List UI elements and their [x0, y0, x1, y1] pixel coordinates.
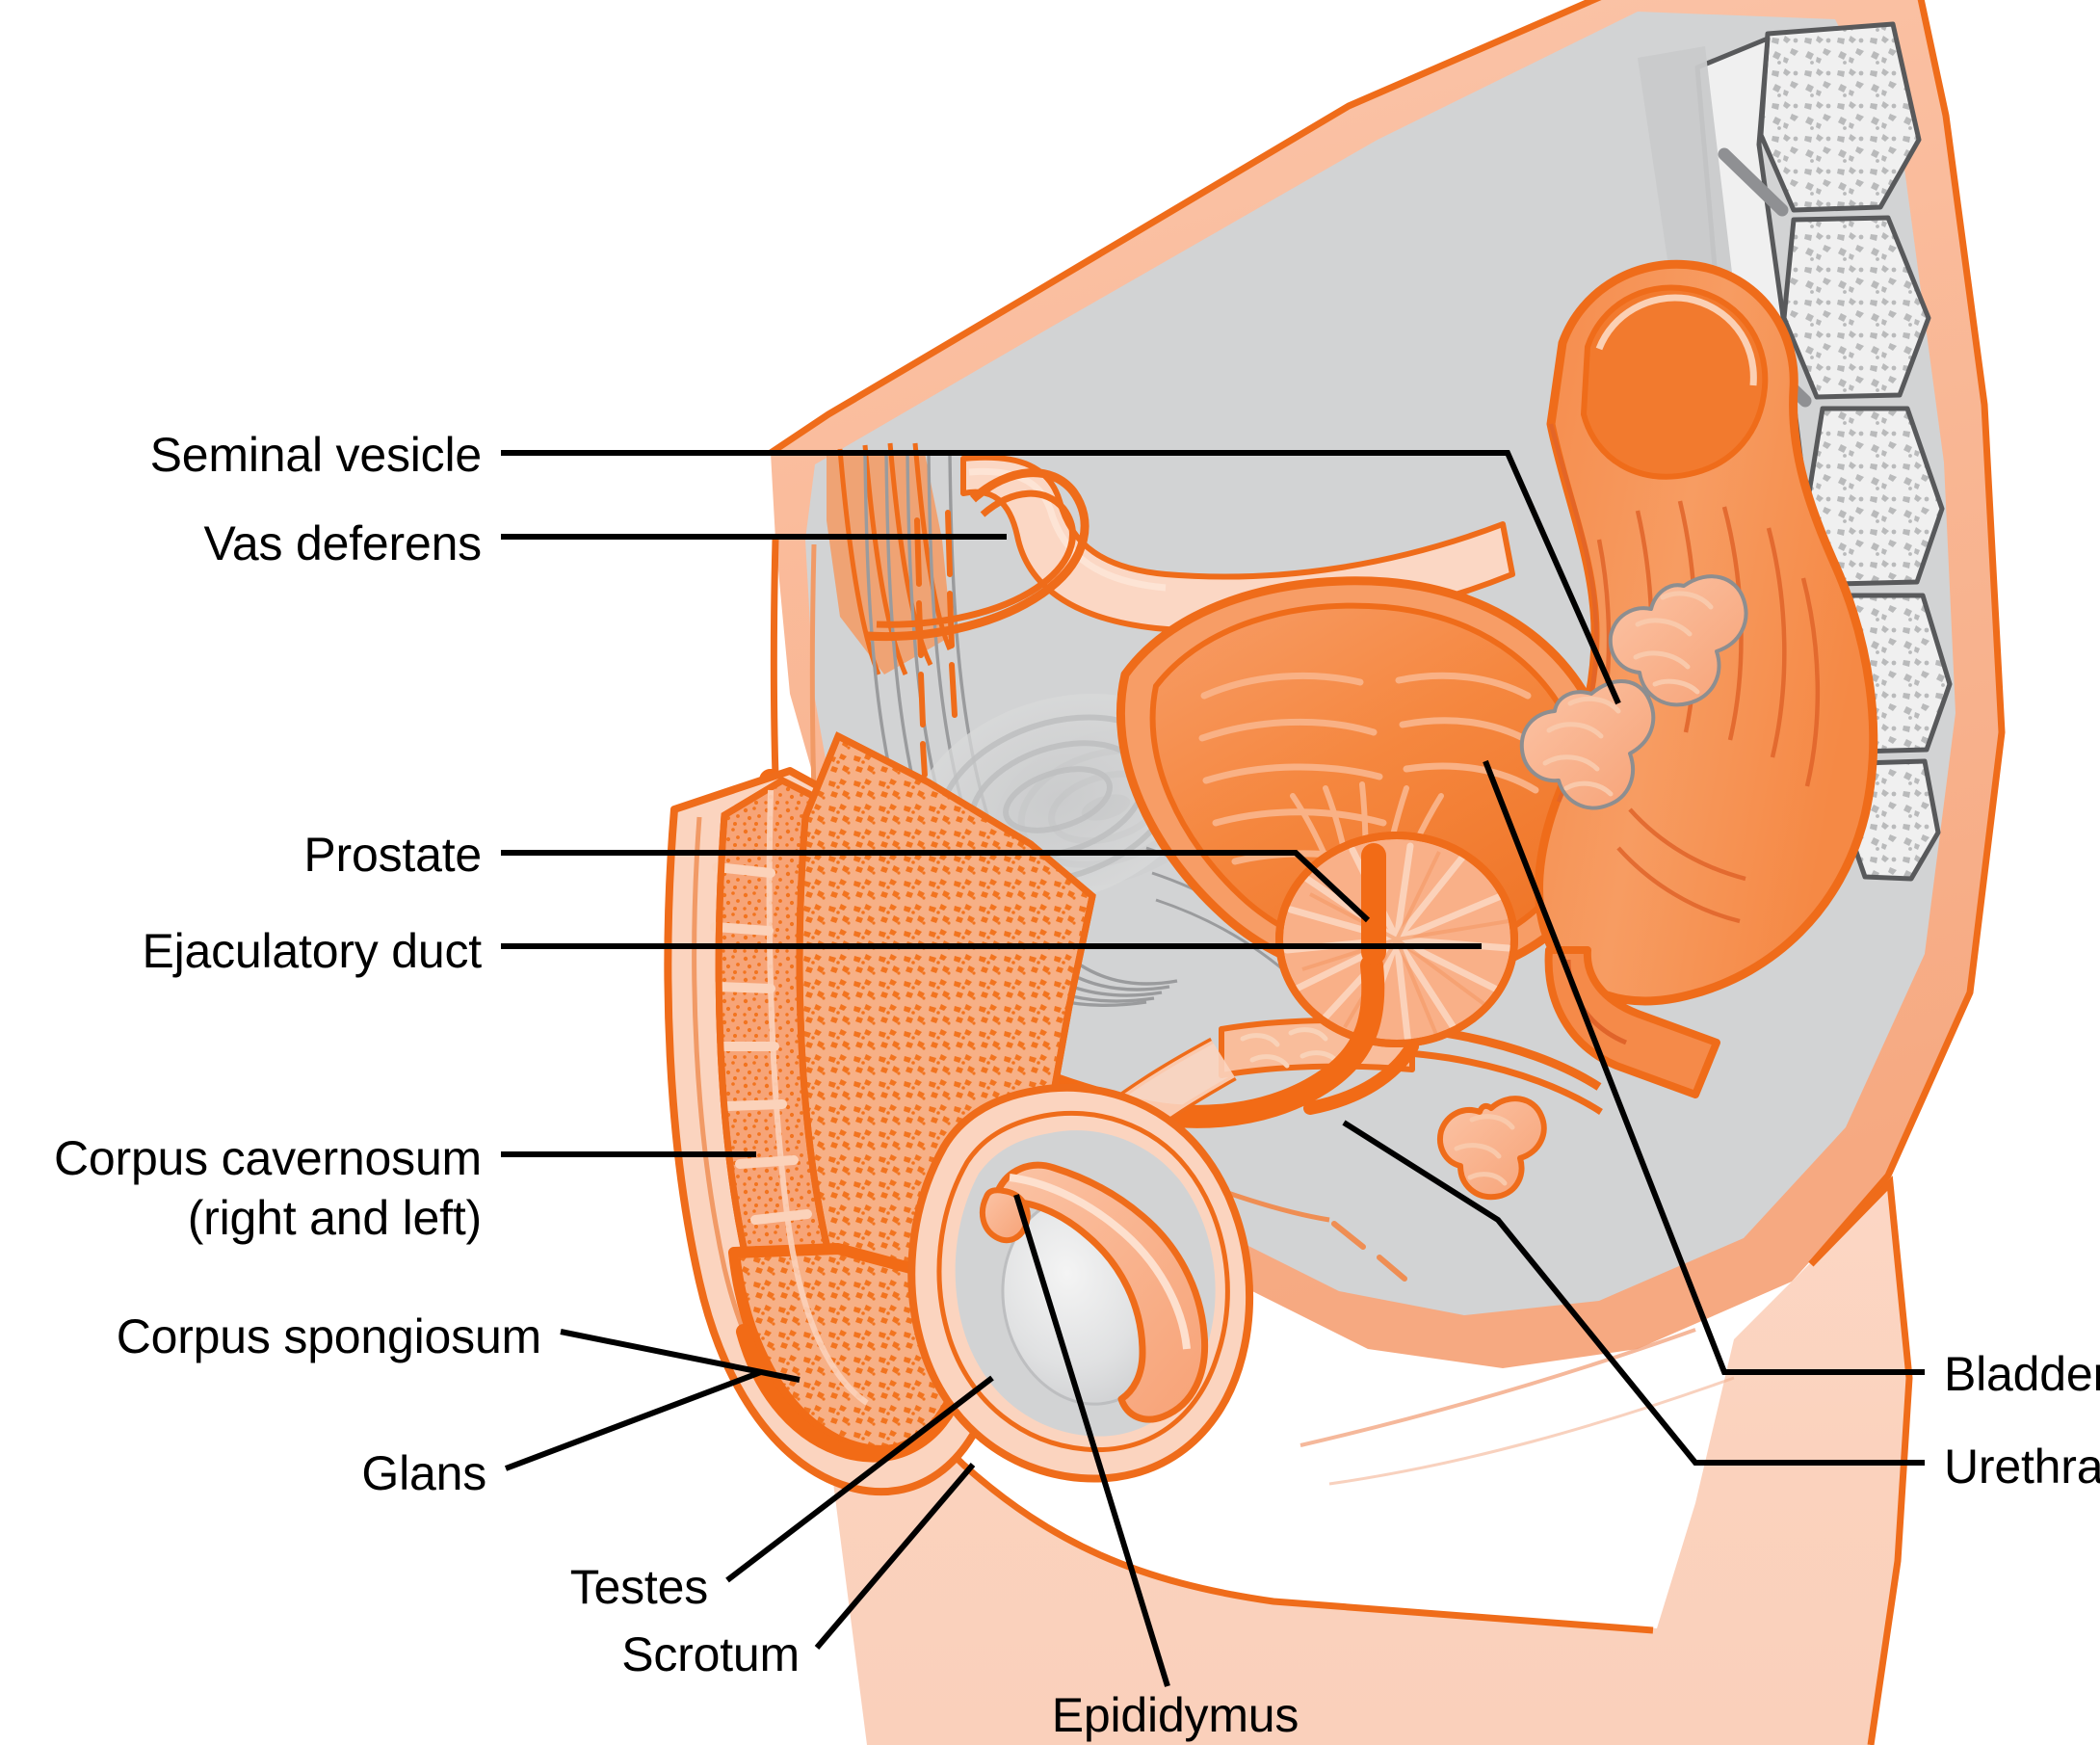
urethral-channel-outline — [766, 789, 869, 1406]
label-urethra: Urethra — [1944, 1440, 2100, 1494]
thigh-crease-2 — [1328, 1376, 1735, 1486]
bulbourethral-lobules — [1454, 1114, 1515, 1186]
lower-abdomen-skin — [800, 1050, 1907, 1745]
body-contour-right — [1808, 0, 2006, 1267]
label-testes: Testes — [569, 1560, 709, 1614]
label-ejaculatory-duct: Ejaculatory duct — [142, 924, 482, 978]
leader-prostate — [501, 850, 1371, 923]
leader-bladder — [1483, 759, 1925, 1375]
leader-urethra — [1342, 1120, 1925, 1466]
scrotum-inner-line — [936, 1110, 1230, 1453]
leader-seminal-vesicle — [501, 450, 1621, 705]
vas-deferens-upper-hook — [866, 468, 1089, 642]
label-scrotum: Scrotum — [621, 1627, 800, 1681]
seminal-vesicle-group — [1519, 574, 1748, 810]
label-seminal-vesicle: Seminal vesicle — [149, 428, 483, 482]
rectum-lumen-top — [1580, 284, 1769, 480]
label-bladder: Bladder — [1944, 1347, 2100, 1401]
prostate-outline — [1275, 832, 1518, 1047]
body-contour-upper — [769, 0, 1602, 456]
leader-lines-group — [501, 450, 1925, 1687]
seminal-vesicle-lobules-2 — [1633, 591, 1714, 695]
leader-testes — [725, 1375, 994, 1583]
leader-glans — [504, 1369, 763, 1471]
vas-deferens-upper-hook-inner — [876, 489, 1076, 628]
scrotum-group — [907, 1083, 1254, 1483]
label-epididymus: Epididymus — [1051, 1688, 1299, 1742]
seminal-vesicle-body — [1519, 679, 1656, 810]
vertebra-1 — [1758, 21, 1922, 213]
epididymis-highlight — [1009, 1174, 1191, 1350]
groin-dash-2 — [1377, 1255, 1407, 1282]
ejaculatory-duct — [1303, 1040, 1419, 1115]
label-vas-deferens: Vas deferens — [203, 516, 482, 570]
bulbourethral-gland-group — [1437, 1096, 1547, 1201]
rectum-lumen-highlight — [1595, 294, 1757, 386]
epididymis — [985, 1161, 1209, 1423]
intervertebral-disc-1 — [1718, 147, 1789, 217]
label-corpus-spongiosum: Corpus spongiosum — [116, 1309, 541, 1363]
label-prostate: Prostate — [303, 828, 482, 882]
label-glans: Glans — [361, 1446, 486, 1500]
prostatic-urethra — [1114, 954, 1385, 1128]
spermatic-cord-fill — [1002, 1041, 1235, 1283]
label-corpus-cavernosum: Corpus cavernosum — [53, 1131, 482, 1185]
label-corpus-cavernosum-sub: (right and left) — [187, 1191, 482, 1245]
glans-corona — [736, 1324, 965, 1463]
seminal-vesicle-lobules — [1542, 696, 1621, 797]
anal-canal — [1544, 946, 1720, 1098]
thigh-crease — [1299, 1328, 1696, 1447]
body-contour-lower — [1808, 1176, 1913, 1745]
leader-scrotum — [814, 1463, 976, 1650]
leader-epididymus — [1013, 1194, 1170, 1687]
groin-dash-1 — [1331, 1221, 1366, 1250]
